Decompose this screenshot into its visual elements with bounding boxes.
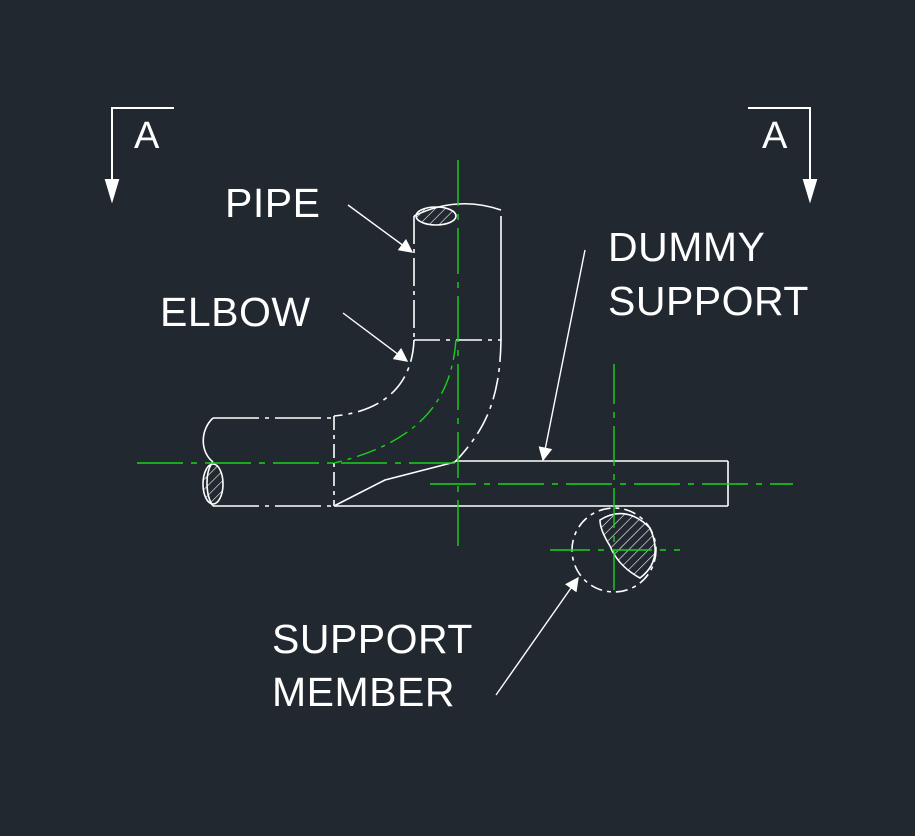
support-member-label-line2: MEMBER [272,669,455,715]
elbow-leader-arrow [342,312,409,362]
dummy-support-label-line2: SUPPORT [608,278,809,324]
elbow-label: ELBOW [160,289,311,335]
pipe-leader-arrow [347,204,414,253]
leader-lines [342,204,586,696]
elbow [333,339,502,507]
section-letter-left: A [134,115,160,157]
section-marker-right [748,107,818,204]
dummy-support-label-line1: DUMMY [608,224,766,270]
support-member-label-line1: SUPPORT [272,616,473,662]
support-member-leader-arrow [495,576,579,696]
centerlines [137,160,793,592]
dummy-support-leader-arrow [538,249,586,462]
horizontal-pipe [202,417,334,507]
pipe-label: PIPE [225,180,321,226]
section-marker-left [104,107,174,204]
section-letter-right: A [762,115,788,157]
